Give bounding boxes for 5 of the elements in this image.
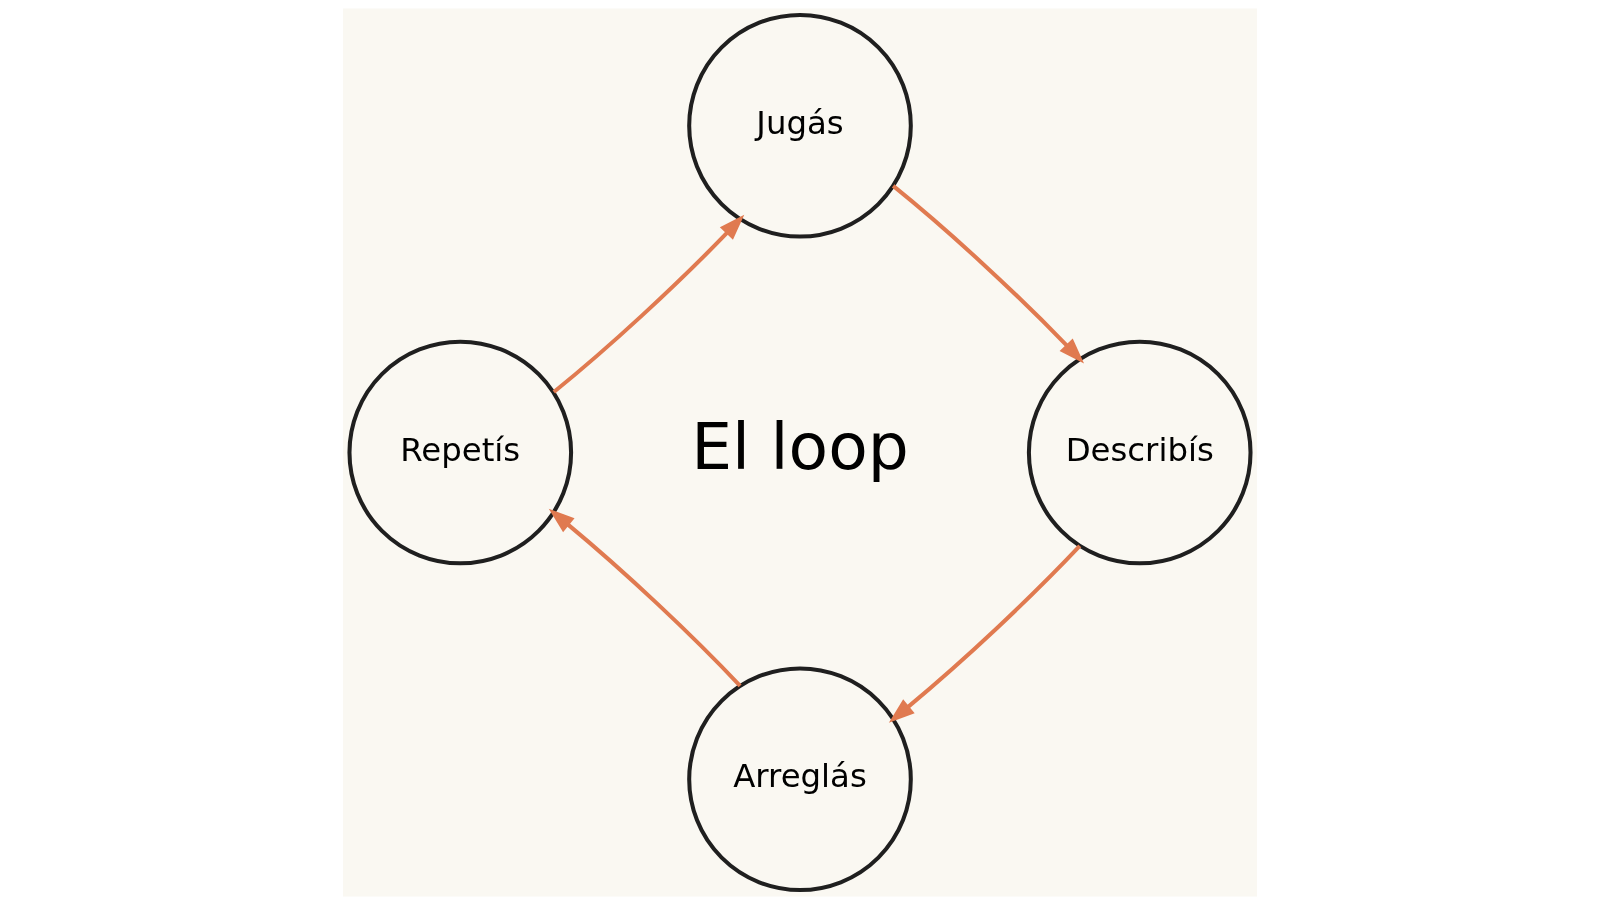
arrow [552,214,745,394]
arrow [548,508,742,688]
label: El loop [691,408,909,484]
arrow [888,544,1082,723]
arrow [891,184,1085,364]
